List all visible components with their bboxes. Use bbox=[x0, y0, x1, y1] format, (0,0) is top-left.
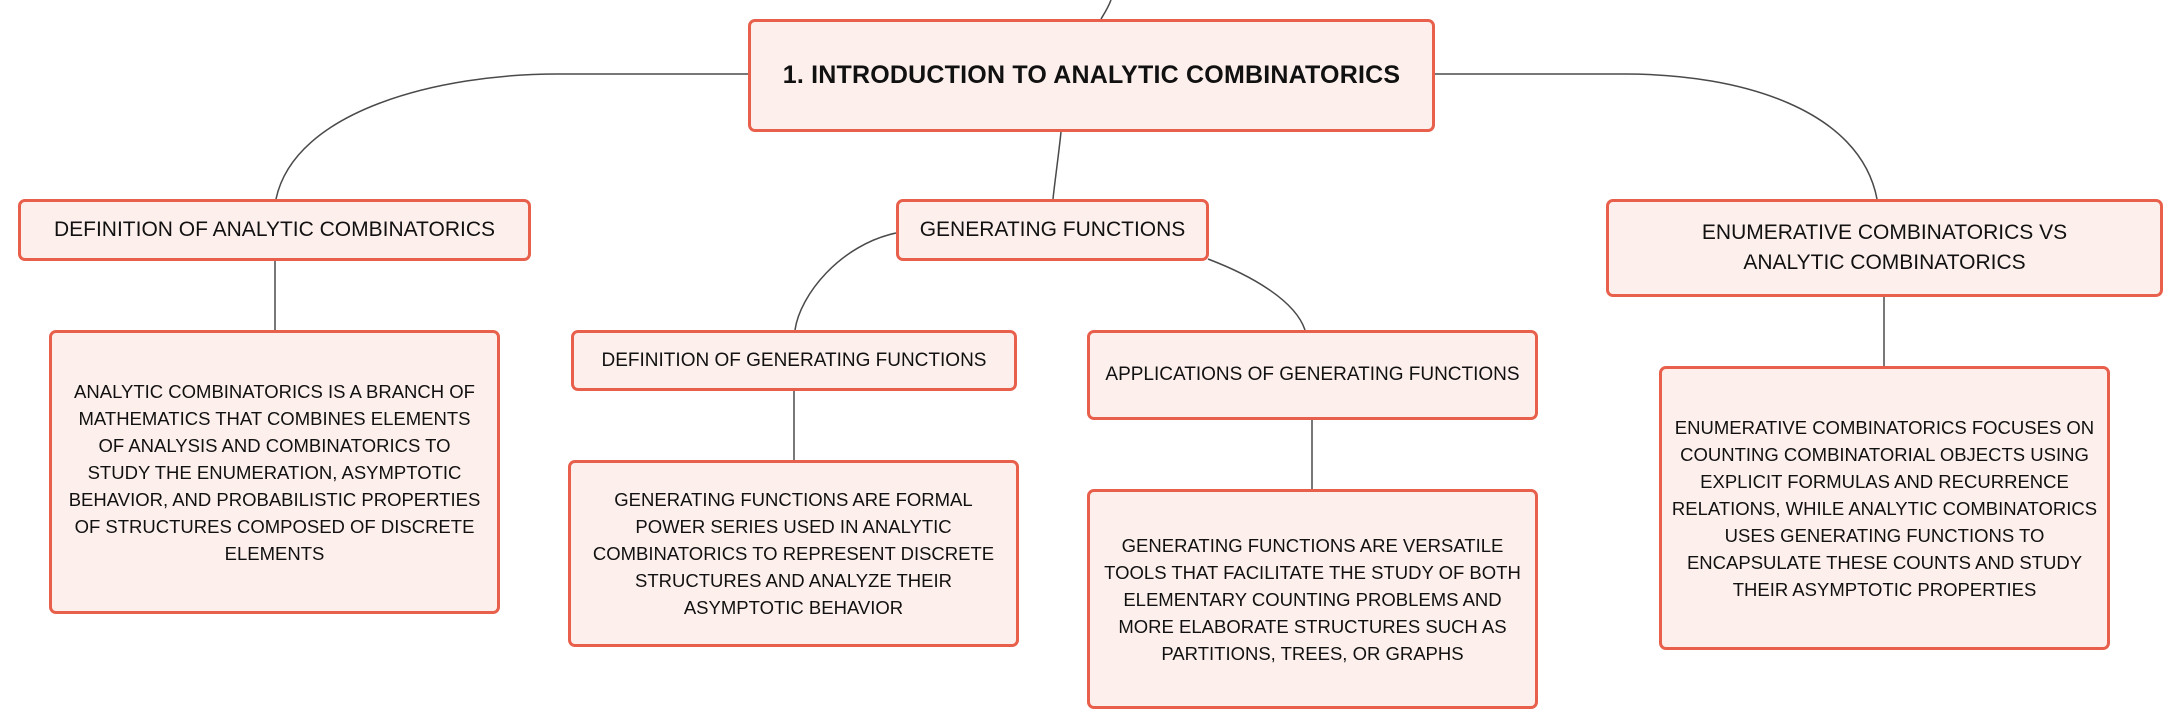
connector-root-to-generating bbox=[1052, 131, 1062, 200]
topic-enumerative-vs-analytic[interactable]: ENUMERATIVE COMBINATORICS VS ANALYTIC CO… bbox=[1606, 199, 2163, 297]
subtopic-label: DEFINITION OF GENERATING FUNCTIONS bbox=[601, 349, 987, 371]
subtopic-label: APPLICATIONS OF GENERATING FUNCTIONS bbox=[1105, 364, 1520, 385]
leaf-text: ENUMERATIVE COMBINATORICS FOCUSES ON COU… bbox=[1671, 416, 2098, 600]
leaf-definition-generating-functions[interactable]: GENERATING FUNCTIONS ARE FORMAL POWER SE… bbox=[568, 460, 1019, 647]
leaf-enumerative-vs-analytic[interactable]: ENUMERATIVE COMBINATORICS FOCUSES ON COU… bbox=[1659, 366, 2110, 650]
leaf-applications-generating-functions[interactable]: GENERATING FUNCTIONS ARE VERSATILE TOOLS… bbox=[1087, 489, 1538, 709]
subtopic-applications-generating-functions[interactable]: APPLICATIONS OF GENERATING FUNCTIONS bbox=[1087, 330, 1538, 420]
leaf-text: ANALYTIC COMBINATORICS IS A BRANCH OF MA… bbox=[68, 380, 481, 564]
connector-generating-to-def-gf bbox=[794, 232, 897, 331]
connector-root-parent bbox=[1100, 0, 1112, 20]
subtopic-definition-generating-functions[interactable]: DEFINITION OF GENERATING FUNCTIONS bbox=[571, 330, 1017, 391]
leaf-text: GENERATING FUNCTIONS ARE FORMAL POWER SE… bbox=[592, 489, 995, 618]
connector-root-to-definition bbox=[275, 73, 748, 200]
leaf-definition-analytic-combinatorics[interactable]: ANALYTIC COMBINATORICS IS A BRANCH OF MA… bbox=[49, 330, 500, 614]
leaf-text: GENERATING FUNCTIONS ARE VERSATILE TOOLS… bbox=[1104, 534, 1521, 664]
root-topic-label: 1. INTRODUCTION TO ANALYTIC COMBINATORIC… bbox=[782, 61, 1401, 89]
connector-generating-to-app-gf bbox=[1207, 258, 1306, 331]
connector-root-to-enumerative bbox=[1435, 73, 1878, 200]
topic-definition-analytic-combinatorics[interactable]: DEFINITION OF ANALYTIC COMBINATORICS bbox=[18, 199, 531, 261]
topic-label: GENERATING FUNCTIONS bbox=[919, 218, 1186, 241]
topic-generating-functions[interactable]: GENERATING FUNCTIONS bbox=[896, 199, 1209, 261]
root-topic-node[interactable]: 1. INTRODUCTION TO ANALYTIC COMBINATORIC… bbox=[748, 19, 1435, 132]
topic-label: ENUMERATIVE COMBINATORICS VS ANALYTIC CO… bbox=[1701, 221, 2068, 274]
topic-label: DEFINITION OF ANALYTIC COMBINATORICS bbox=[53, 218, 496, 241]
